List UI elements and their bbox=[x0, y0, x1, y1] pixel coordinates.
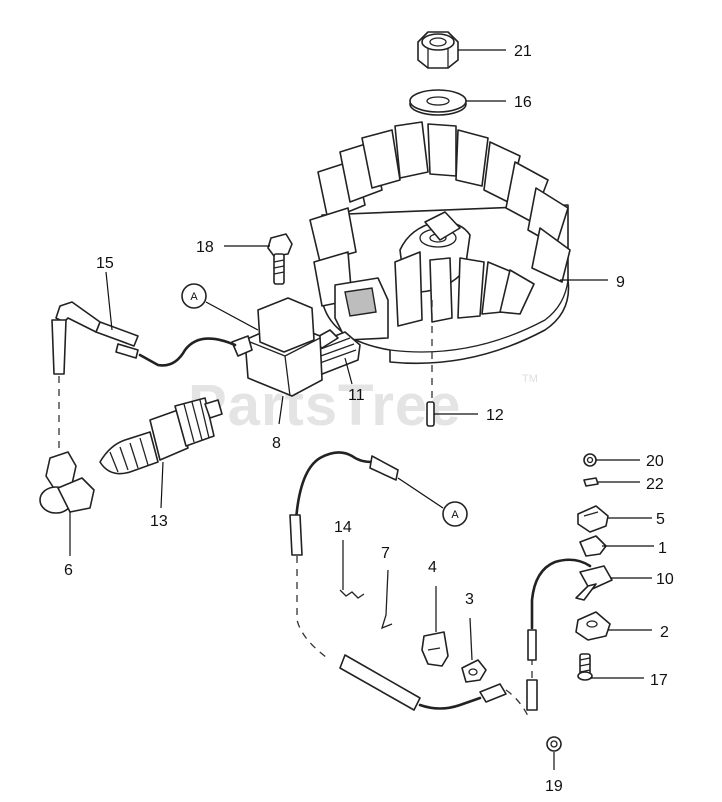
part-5-clamp[interactable] bbox=[577, 505, 609, 533]
svg-text:A: A bbox=[451, 509, 459, 521]
part-16-washer[interactable] bbox=[409, 89, 467, 116]
part-3-terminal[interactable] bbox=[461, 617, 487, 683]
part-20-nut-small[interactable] bbox=[583, 453, 597, 467]
reference-marker-a-upper: A bbox=[181, 283, 207, 309]
callout-22: 22 bbox=[646, 476, 664, 493]
stop-wire-harness bbox=[289, 451, 592, 717]
callout-6: 6 bbox=[64, 562, 73, 579]
callout-14: 14 bbox=[334, 519, 352, 536]
leader-lines bbox=[69, 49, 654, 770]
part-10-stop-switch[interactable] bbox=[575, 565, 613, 601]
part-15-plug-boot[interactable] bbox=[51, 301, 237, 375]
callout-10: 10 bbox=[656, 571, 674, 588]
callout-20: 20 bbox=[646, 453, 664, 470]
callout-18: 18 bbox=[196, 239, 214, 256]
callout-2: 2 bbox=[660, 624, 669, 641]
callout-5: 5 bbox=[656, 511, 665, 528]
part-9-flywheel[interactable] bbox=[309, 121, 571, 365]
part-7-clip[interactable] bbox=[380, 569, 393, 630]
svg-text:A: A bbox=[190, 291, 198, 303]
leader-marker-a-upper bbox=[205, 301, 259, 331]
part-6-plug-cap[interactable] bbox=[39, 451, 95, 514]
part-19-grommet[interactable] bbox=[546, 736, 562, 752]
callout-19: 19 bbox=[545, 778, 563, 795]
callout-8: 8 bbox=[272, 435, 281, 452]
part-12-key[interactable] bbox=[426, 401, 435, 427]
callout-15: 15 bbox=[96, 255, 114, 272]
part-18-bolt[interactable] bbox=[267, 233, 293, 285]
part-8-ignition-coil[interactable] bbox=[231, 297, 323, 397]
part-4-switch-cover[interactable] bbox=[421, 631, 449, 667]
callout-13: 13 bbox=[150, 513, 168, 530]
part-2-holder[interactable] bbox=[575, 611, 611, 641]
part-1-plate[interactable] bbox=[579, 535, 607, 557]
watermark-tm: TM bbox=[522, 373, 538, 385]
callout-4: 4 bbox=[428, 559, 437, 576]
callout-12: 12 bbox=[486, 407, 504, 424]
part-17-screw[interactable] bbox=[577, 653, 593, 681]
callout-21: 21 bbox=[514, 43, 532, 60]
callout-17: 17 bbox=[650, 672, 668, 689]
part-21-nut[interactable] bbox=[417, 31, 459, 69]
leader-marker-a-lower bbox=[397, 477, 444, 509]
part-13-spark-plug[interactable] bbox=[99, 397, 223, 475]
callout-11: 11 bbox=[348, 387, 365, 404]
part-22-screw-small[interactable] bbox=[583, 477, 599, 487]
callout-1: 1 bbox=[658, 540, 667, 557]
callout-16: 16 bbox=[514, 94, 532, 111]
callout-3: 3 bbox=[465, 591, 474, 608]
part-14-spring[interactable] bbox=[339, 540, 365, 599]
reference-marker-a-lower: A bbox=[442, 501, 468, 527]
watermark-text: PartsTree bbox=[188, 373, 461, 438]
callout-9: 9 bbox=[616, 274, 625, 291]
callout-7: 7 bbox=[381, 545, 390, 562]
